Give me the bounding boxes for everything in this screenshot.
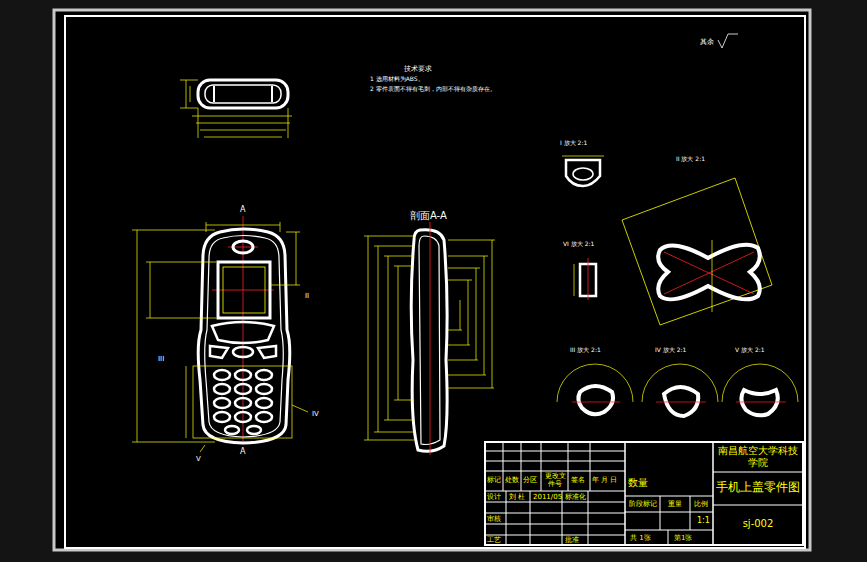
table-cell: 刘 杜 bbox=[509, 493, 525, 501]
front-view bbox=[132, 216, 308, 452]
title-block bbox=[485, 442, 803, 545]
table-cell: 标记 bbox=[487, 476, 501, 484]
section-mark: A bbox=[240, 205, 245, 214]
table-cell: 比例 bbox=[694, 500, 708, 508]
view-title: 剖面A-A bbox=[410, 210, 447, 222]
table-cell: 1:1 bbox=[697, 516, 710, 525]
table-cell: 处数 bbox=[505, 476, 519, 484]
table-cell: 共 1张 bbox=[630, 534, 651, 542]
view-title: II 放大 2:1 bbox=[676, 156, 705, 163]
detail-view bbox=[574, 258, 596, 300]
detail-view bbox=[622, 178, 772, 325]
table-cell: 更改文件号 bbox=[543, 472, 567, 488]
detail-mark: III bbox=[158, 355, 164, 363]
table-cell: 年 月 日 bbox=[592, 476, 617, 484]
detail-view bbox=[557, 364, 798, 416]
drawing-number: sj-002 bbox=[713, 518, 803, 530]
note-heading: 技术要求 bbox=[404, 65, 432, 73]
detail-mark: V bbox=[196, 455, 201, 463]
table-cell: 重量 bbox=[668, 500, 682, 508]
section-mark: A bbox=[240, 447, 245, 456]
school-name: 南昌航空大学科技学院 bbox=[715, 445, 801, 468]
note-text: 1 选用材料为ABS。 bbox=[370, 76, 424, 83]
drawing-title: 手机上盖零件图 bbox=[713, 481, 803, 495]
table-cell: 工艺 bbox=[487, 536, 501, 544]
detail-mark: IV bbox=[312, 410, 319, 418]
detail-view bbox=[562, 156, 604, 186]
view-title: IV 放大 2:1 bbox=[655, 347, 686, 354]
table-cell: 标准化 bbox=[565, 493, 586, 501]
table-cell: 2011/05 bbox=[533, 493, 562, 501]
roughness-note: 其余 bbox=[700, 38, 714, 46]
view-title: III 放大 2:1 bbox=[570, 347, 601, 354]
table-cell: 分区 bbox=[523, 476, 537, 484]
top-view bbox=[180, 80, 292, 138]
table-cell: 数量 bbox=[628, 477, 648, 489]
sheet-border bbox=[54, 10, 810, 550]
table-cell: 批准 bbox=[565, 536, 579, 544]
note-text: 2 零件表面不得有毛刺，内部不得有杂质存在。 bbox=[370, 86, 496, 93]
roughness-symbol bbox=[718, 34, 738, 48]
table-cell: 审核 bbox=[487, 515, 501, 523]
table-cell: 设计 bbox=[487, 493, 501, 501]
detail-mark: II bbox=[305, 292, 309, 300]
table-cell: 第1张 bbox=[674, 534, 692, 542]
table-cell: 阶段标记 bbox=[629, 500, 657, 508]
section-view bbox=[364, 222, 495, 455]
view-title: V 放大 2:1 bbox=[735, 347, 765, 354]
table-cell: 签名 bbox=[571, 476, 585, 484]
view-title: VI 放大 2:1 bbox=[563, 241, 594, 248]
view-title: I 放大 2:1 bbox=[560, 140, 587, 147]
drawing-frame bbox=[65, 16, 805, 548]
